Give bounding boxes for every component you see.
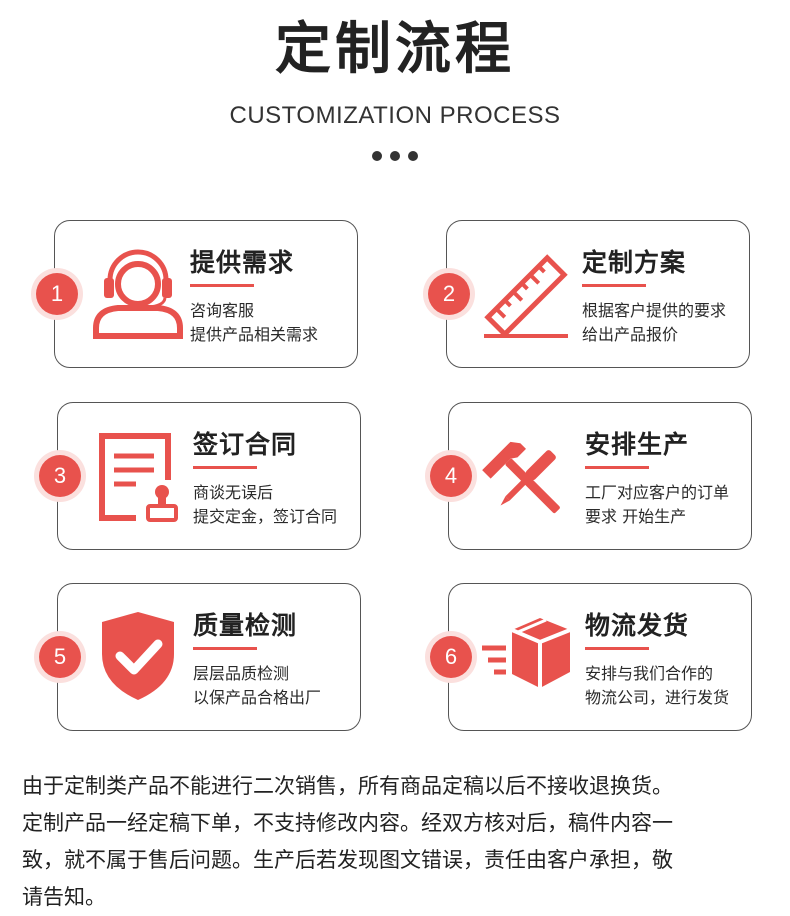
step-number-badge: 3 (39, 455, 81, 497)
step-description-line: 给出产品报价 (582, 325, 679, 344)
step-description-line: 根据客户提供的要求 (582, 301, 727, 320)
after-sales-notice: 由于定制类产品不能进行二次销售，所有商品定稿以后不接收退换货。 定制产品一经定稿… (22, 768, 772, 916)
title-underline (585, 466, 649, 469)
step-description-line: 物流公司，进行发货 (585, 688, 730, 707)
notice-line: 由于定制类产品不能进行二次销售，所有商品定稿以后不接收退换货。 (22, 774, 673, 798)
notice-line: 请告知。 (22, 885, 106, 909)
step-description-line: 要求 开始生产 (585, 507, 687, 526)
step-title: 提供需求 (190, 248, 295, 277)
step-description-line: 层层品质检测 (193, 664, 290, 683)
step-card-4 (448, 402, 752, 550)
step-description-line: 安排与我们合作的 (585, 664, 714, 683)
step-card-6 (448, 583, 752, 731)
step-description-line: 提供产品相关需求 (190, 325, 319, 344)
step-title: 物流发货 (585, 611, 690, 640)
title-underline (193, 466, 257, 469)
contract-stamp-icon (99, 433, 178, 522)
notice-line: 定制产品一经定稿下单，不支持修改内容。经双方核对后，稿件内容一 (22, 811, 673, 835)
step-number-badge: 2 (428, 273, 470, 315)
step-description-line: 提交定金，签订合同 (193, 507, 338, 526)
page-title: 定制流程 (275, 17, 515, 82)
delivery-box-icon (482, 618, 571, 688)
step-description-line: 以保产品合格出厂 (193, 688, 322, 707)
step-number-badge: 5 (39, 636, 81, 678)
step-title: 安排生产 (585, 430, 690, 459)
step-card-2 (446, 220, 750, 368)
shield-check-icon (102, 612, 174, 700)
decorative-dots (372, 151, 418, 161)
step-card-5 (57, 583, 361, 731)
hammer-screwdriver-icon (482, 441, 560, 514)
notice-line: 致，就不属于售后问题。生产后若发现图文错误，责任由客户承担，敬 (22, 848, 673, 872)
ruler-icon (484, 254, 568, 338)
page-subtitle: CUSTOMIZATION PROCESS (229, 102, 561, 129)
title-underline (190, 284, 254, 287)
step-title: 质量检测 (193, 611, 298, 640)
step-number-badge: 4 (430, 455, 472, 497)
step-number-badge: 6 (430, 636, 472, 678)
title-underline (582, 284, 646, 287)
step-title: 定制方案 (582, 248, 687, 277)
step-description-line: 咨询客服 (190, 301, 255, 320)
step-description-line: 商谈无误后 (193, 483, 274, 502)
customer-service-headset-icon (93, 249, 183, 339)
step-number-badge: 1 (36, 273, 78, 315)
title-underline (585, 647, 649, 650)
step-description-line: 工厂对应客户的订单 (585, 483, 730, 502)
step-title: 签订合同 (193, 430, 298, 459)
title-underline (193, 647, 257, 650)
